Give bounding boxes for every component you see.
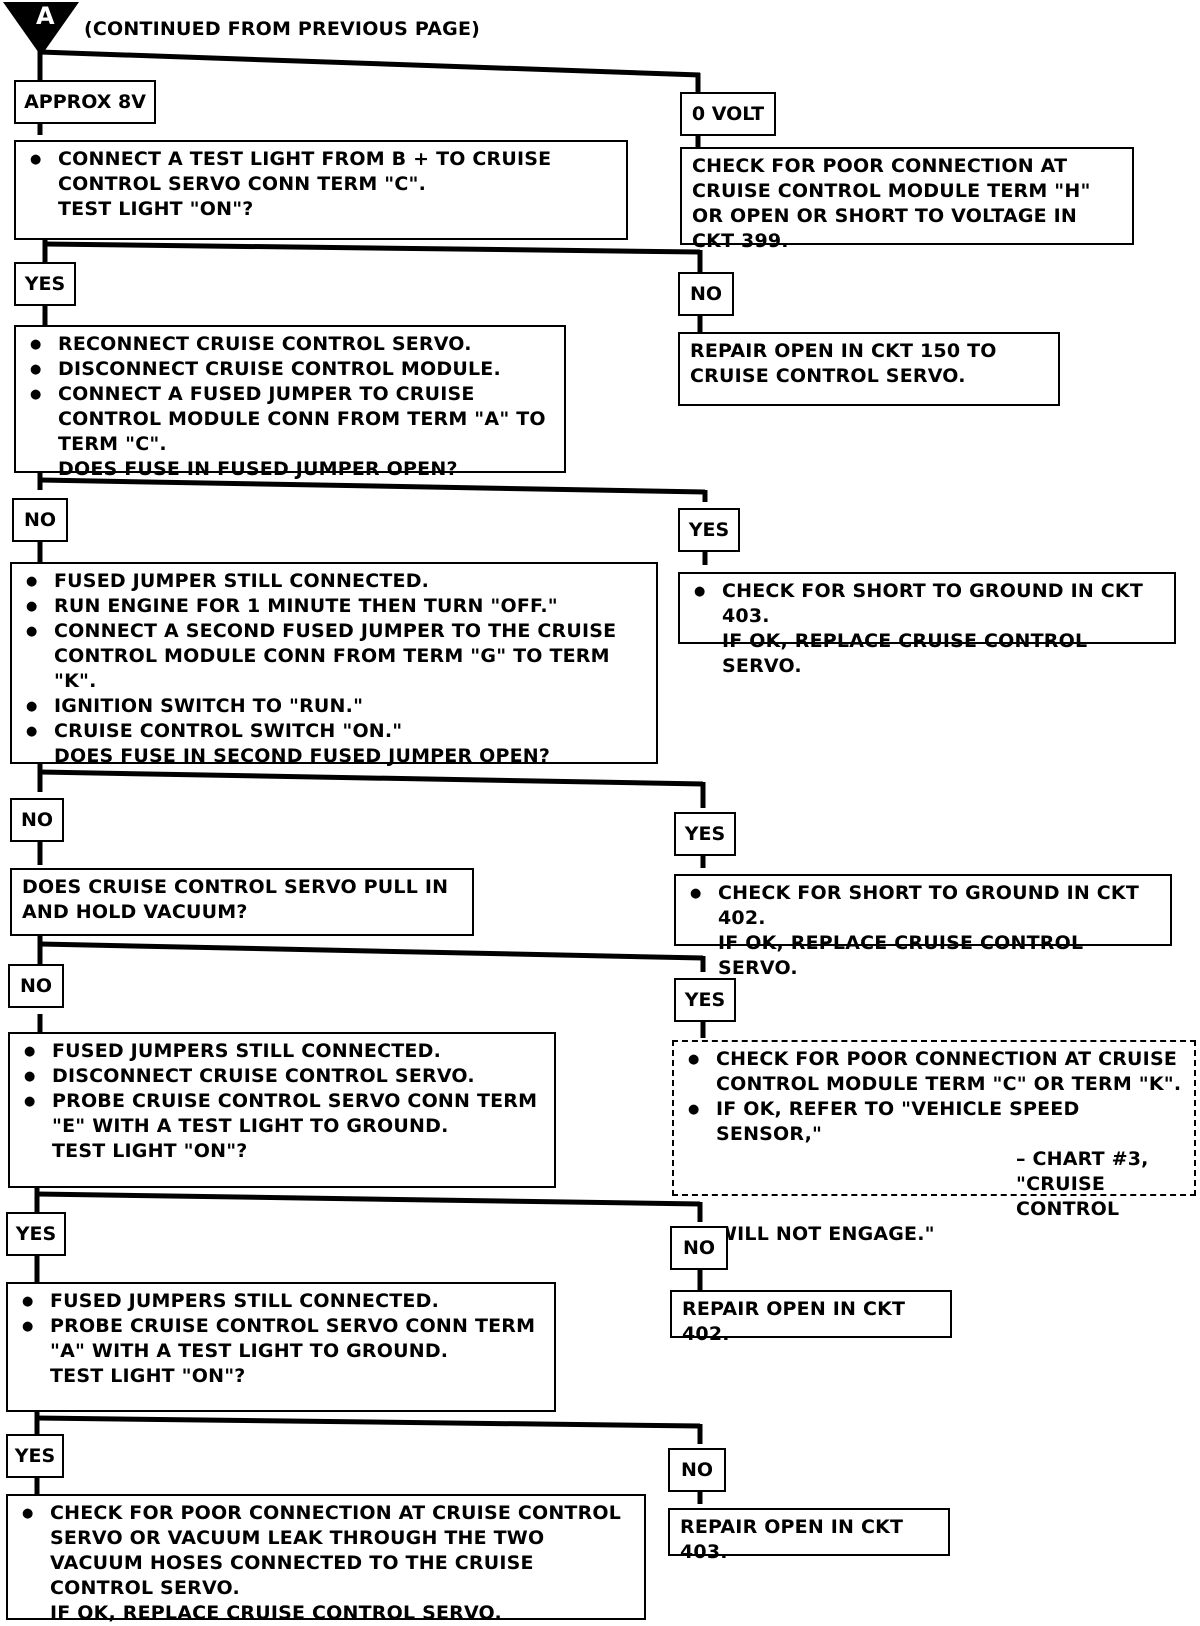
- result-text: CHECK FOR POOR CONNECTION AT CRUISE CONT…: [688, 1047, 1184, 1097]
- result-repair-ckt-150: REPAIR OPEN IN CKT 150 TO CRUISE CONTROL…: [678, 332, 1060, 406]
- label-approx-8v: APPROX 8V: [14, 80, 156, 124]
- result-text: WILL NOT ENGAGE.": [716, 1223, 935, 1245]
- result-repair-ckt-402: REPAIR OPEN IN CKT 402.: [670, 1290, 952, 1345]
- step-check-servo-vacuum-leak: CHECK FOR POOR CONNECTION AT CRUISE CONT…: [6, 1494, 646, 1624]
- connector: [39, 477, 706, 495]
- label-no: NO: [670, 1226, 728, 1270]
- result-repair-ckt-403: REPAIR OPEN IN CKT 403.: [668, 1508, 950, 1563]
- step-text: DOES CRUISE CONTROL SERVO PULL IN AND HO…: [22, 876, 449, 923]
- result-short-ground-ckt-402: CHECK FOR SHORT TO GROUND IN CKT 402. IF…: [674, 874, 1172, 979]
- step-servo-hold-vacuum: DOES CRUISE CONTROL SERVO PULL IN AND HO…: [10, 868, 474, 936]
- connector: [39, 769, 704, 787]
- step-text: DISCONNECT CRUISE CONTROL SERVO.: [24, 1064, 544, 1089]
- step-text: FUSED JUMPERS STILL CONNECTED.: [22, 1289, 544, 1314]
- step-text: PROBE CRUISE CONTROL SERVO CONN TERM "E"…: [24, 1089, 544, 1139]
- connector: [44, 241, 701, 255]
- step-text: RECONNECT CRUISE CONTROL SERVO.: [30, 332, 554, 357]
- result-text: REPAIR OPEN IN CKT 403.: [680, 1516, 904, 1563]
- step-text: TEST LIGHT "ON"?: [52, 1140, 248, 1162]
- step-probe-servo-term-a: FUSED JUMPERS STILL CONNECTED. PROBE CRU…: [6, 1282, 556, 1412]
- result-text: REPAIR OPEN IN CKT 402.: [682, 1298, 906, 1345]
- continuation-marker-letter: A: [36, 2, 55, 30]
- result-text: CHECK FOR SHORT TO GROUND IN CKT 403.: [694, 579, 1164, 629]
- step-probe-servo-term-e: FUSED JUMPERS STILL CONNECTED. DISCONNEC…: [8, 1032, 556, 1188]
- result-check-module-term-c-k: CHECK FOR POOR CONNECTION AT CRUISE CONT…: [672, 1040, 1196, 1245]
- step-text: CRUISE CONTROL SWITCH "ON.": [26, 719, 646, 744]
- result-text: REPAIR OPEN IN CKT 150 TO CRUISE CONTROL…: [690, 340, 997, 387]
- continued-header: (CONTINUED FROM PREVIOUS PAGE): [84, 18, 481, 40]
- connector: [36, 1191, 701, 1207]
- label-yes: YES: [6, 1434, 64, 1478]
- label-no: NO: [8, 964, 64, 1008]
- label-no: NO: [668, 1448, 726, 1492]
- result-text: CHECK FOR SHORT TO GROUND IN CKT 402.: [690, 881, 1160, 931]
- label-no: NO: [678, 272, 734, 316]
- step-text: CHECK FOR POOR CONNECTION AT CRUISE CONT…: [22, 1501, 634, 1601]
- step-second-fused-jumper: FUSED JUMPER STILL CONNECTED. RUN ENGINE…: [10, 562, 658, 767]
- label-no: NO: [12, 498, 68, 542]
- result-short-ground-ckt-403: CHECK FOR SHORT TO GROUND IN CKT 403. IF…: [678, 572, 1176, 677]
- step-text: CONNECT A FUSED JUMPER TO CRUISE CONTROL…: [30, 382, 554, 457]
- result-check-module-term-h: CHECK FOR POOR CONNECTION AT CRUISE CONT…: [680, 147, 1134, 252]
- step-text: PROBE CRUISE CONTROL SERVO CONN TERM "A"…: [22, 1314, 544, 1364]
- step-disconnect-module-fused-jumper: RECONNECT CRUISE CONTROL SERVO. DISCONNE…: [14, 325, 566, 480]
- result-text: IF OK, REPLACE CRUISE CONTROL SERVO.: [722, 630, 1088, 677]
- connector: [39, 49, 701, 78]
- label-yes: YES: [14, 262, 76, 306]
- result-text: IF OK, REPLACE CRUISE CONTROL SERVO.: [718, 932, 1084, 979]
- result-text: – CHART #3, "CRUISE CONTROL: [1016, 1148, 1149, 1220]
- step-text: FUSED JUMPER STILL CONNECTED.: [26, 569, 646, 594]
- connector: [39, 941, 704, 961]
- step-text: RUN ENGINE FOR 1 MINUTE THEN TURN "OFF.": [26, 594, 646, 619]
- step-text: IF OK, REPLACE CRUISE CONTROL SERVO.: [50, 1602, 502, 1624]
- continuation-marker-triangle: [3, 2, 79, 56]
- label-no: NO: [10, 798, 64, 842]
- step-text: DISCONNECT CRUISE CONTROL MODULE.: [30, 357, 554, 382]
- step-text: CONNECT A TEST LIGHT FROM B + TO CRUISE …: [30, 147, 616, 197]
- step-test-light-servo-term-c: CONNECT A TEST LIGHT FROM B + TO CRUISE …: [14, 140, 628, 240]
- connector: [36, 1415, 701, 1429]
- step-text: DOES FUSE IN FUSED JUMPER OPEN?: [58, 458, 458, 480]
- label-yes: YES: [674, 812, 736, 856]
- step-text: TEST LIGHT "ON"?: [58, 198, 254, 220]
- result-text: CHECK FOR POOR CONNECTION AT CRUISE CONT…: [692, 155, 1091, 252]
- step-text: CONNECT A SECOND FUSED JUMPER TO THE CRU…: [26, 619, 646, 694]
- step-text: IGNITION SWITCH TO "RUN.": [26, 694, 646, 719]
- step-text: TEST LIGHT "ON"?: [50, 1365, 246, 1387]
- label-yes: YES: [6, 1212, 66, 1256]
- step-text: FUSED JUMPERS STILL CONNECTED.: [24, 1039, 544, 1064]
- label-yes: YES: [674, 978, 736, 1022]
- step-text: DOES FUSE IN SECOND FUSED JUMPER OPEN?: [54, 745, 551, 767]
- label-0-volt: 0 VOLT: [680, 92, 776, 136]
- label-yes: YES: [678, 508, 740, 552]
- result-text: IF OK, REFER TO "VEHICLE SPEED SENSOR,": [688, 1097, 1184, 1147]
